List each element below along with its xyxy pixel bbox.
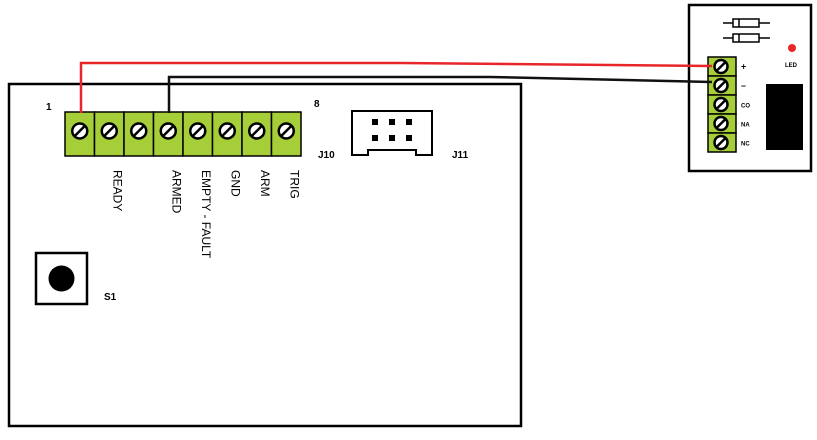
- screw-slot: [716, 137, 726, 148]
- j11-header-outline: [351, 110, 433, 156]
- j10-label: J10: [318, 150, 335, 161]
- positive-wire: [79, 61, 713, 113]
- j11-pin: [406, 135, 412, 141]
- screw-slot: [251, 125, 263, 137]
- j11-header-connector: [351, 110, 433, 156]
- screw-slot: [280, 125, 292, 137]
- j10-terminal-pin: [241, 111, 273, 157]
- s1-label: S1: [104, 292, 117, 303]
- j10-pin-label: ARMED: [169, 170, 183, 214]
- led-label: LED: [785, 63, 798, 69]
- j11-pin: [406, 119, 412, 125]
- main-board: 1 8 J10 J11 READY ARMED EMPTY - FAULT GND AR…: [7, 82, 523, 428]
- led-icon: [788, 44, 796, 52]
- s1-push-button: S1: [34, 251, 117, 306]
- negative-wire: [167, 75, 713, 113]
- j11-label: J11: [452, 150, 469, 161]
- diode-icon: [723, 18, 770, 28]
- screw-slot: [133, 125, 145, 137]
- relay-terminal-label: NA: [741, 123, 750, 129]
- j11-pin: [389, 135, 395, 141]
- screw-slot: [716, 80, 726, 91]
- screw-slot: [74, 125, 86, 137]
- j10-pin-label: ARM: [258, 170, 272, 197]
- pin-1-label: 1: [46, 102, 52, 113]
- screw-slot: [716, 61, 726, 72]
- relay-body: [766, 84, 803, 150]
- j10-terminal-pin: [93, 111, 125, 157]
- relay-terminal-label: CO: [741, 104, 750, 110]
- j11-pin: [372, 135, 378, 141]
- j11-pin: [372, 119, 378, 125]
- screw-slot: [221, 125, 233, 137]
- wires: [79, 61, 713, 113]
- j10-pin-label: TRIG: [287, 170, 301, 199]
- relay-terminal-label: +: [741, 62, 746, 72]
- j10-pin-label: GND: [228, 170, 242, 197]
- relay-module: LED + – CO NA NC: [687, 3, 813, 173]
- j10-terminal-block: [64, 111, 302, 157]
- screw-slot: [192, 125, 204, 137]
- relay-terminal-block: + – CO NA NC: [707, 56, 750, 153]
- relay-terminal-label: –: [741, 81, 746, 91]
- relay-terminal-label: NC: [741, 142, 750, 148]
- screw-slot: [716, 118, 726, 129]
- screw-slot: [103, 125, 115, 137]
- push-button-icon: [48, 265, 75, 292]
- j11-pin: [389, 119, 395, 125]
- diode-icon: [723, 33, 770, 43]
- screw-slot: [716, 99, 726, 110]
- j10-pin-label: READY: [110, 170, 124, 211]
- j10-pin-label: EMPTY - FAULT: [199, 170, 213, 259]
- pin-8-label: 8: [314, 99, 320, 110]
- j10-pin-labels: READY ARMED EMPTY - FAULT GND ARM TRIG: [110, 170, 301, 259]
- screw-slot: [162, 125, 174, 137]
